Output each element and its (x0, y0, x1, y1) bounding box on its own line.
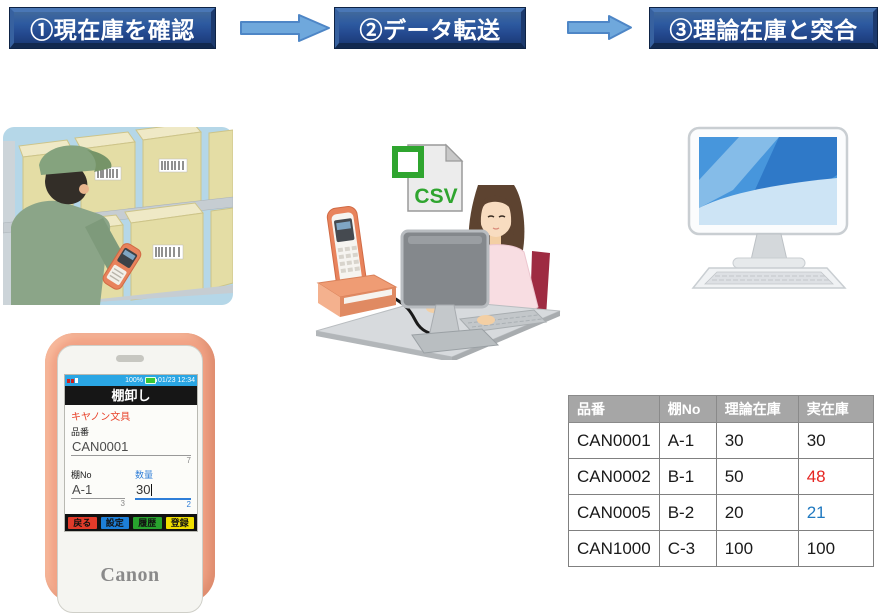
status-right: 100% 01/23 12:34 (125, 375, 195, 386)
pc-monitor (687, 126, 849, 236)
screen-title: 棚卸し (65, 386, 197, 405)
table-header-row: 品番 棚No 理論在庫 実在庫 (568, 395, 874, 423)
cell-actual: 100 (797, 530, 874, 567)
table-row: CAN0005 B-2 20 21 (568, 494, 874, 531)
shelf-no-field: A-1 (71, 482, 125, 499)
quantity-field: 30 (135, 482, 191, 500)
device-screen: 100% 01/23 12:34 棚卸し キヤノン文具 品番 CAN0001 7… (64, 374, 198, 532)
col-header-actual: 実在庫 (797, 395, 874, 423)
hand (477, 315, 495, 325)
cell-actual: 48 (797, 458, 874, 495)
step-label: ①現在庫を確認 (30, 16, 195, 43)
data-transfer-illustration: CSV (315, 143, 561, 360)
desktop-pc-illustration (687, 126, 849, 289)
monitor-stand (750, 233, 788, 261)
cell-theoretical: 30 (715, 422, 799, 459)
flow-arrow-icon (240, 14, 330, 42)
function-key-bar: 戻る 設定 履歴 登録 (65, 514, 197, 531)
device-body: 100% 01/23 12:34 棚卸し キヤノン文具 品番 CAN0001 7… (57, 345, 203, 613)
table-row: CAN0001 A-1 30 30 (568, 422, 874, 459)
table-row: CAN1000 C-3 100 100 (568, 530, 874, 567)
part-number-field: CAN0001 (71, 439, 191, 456)
shelf-no-count: 3 (120, 499, 125, 508)
settings-key: 設定 (100, 516, 129, 529)
table-row: CAN0002 B-1 50 48 (568, 458, 874, 495)
speaker-grill (116, 355, 144, 362)
warehouse-scanning-illustration (3, 127, 233, 305)
quantity-label: 数量 (135, 470, 154, 480)
barcode-label (94, 166, 122, 181)
csv-label: CSV (414, 185, 457, 208)
shelf-no-label: 棚No (71, 470, 92, 480)
cell-part: CAN0001 (568, 422, 660, 459)
cell-theoretical: 20 (715, 494, 799, 531)
register-key: 登録 (165, 516, 194, 529)
barcode-label (158, 158, 188, 173)
status-bar: 100% 01/23 12:34 (65, 375, 197, 386)
keyboard (458, 309, 548, 333)
handheld-scanner-icon (102, 243, 142, 290)
col-header-shelf: 棚No (658, 395, 717, 423)
cell-actual: 21 (797, 494, 874, 531)
step-label: ③理論在庫と突合 (669, 16, 858, 43)
cell-shelf: B-2 (658, 494, 717, 531)
barcode-label (152, 244, 184, 260)
step-banner-check-stock: ①現在庫を確認 (10, 8, 215, 48)
col-header-part: 品番 (568, 395, 660, 423)
quantity-count: 2 (186, 500, 191, 509)
pc-keyboard (691, 267, 847, 289)
status-datetime: 01/23 12:34 (158, 377, 195, 384)
cell-actual: 30 (797, 422, 874, 459)
cell-shelf: A-1 (658, 422, 717, 459)
part-number-count: 7 (186, 456, 191, 465)
step-label: ②データ転送 (359, 16, 501, 43)
part-number-label: 品番 (71, 427, 90, 437)
cell-part: CAN0002 (568, 458, 660, 495)
cell-shelf: C-3 (658, 530, 717, 567)
cell-part: CAN0005 (568, 494, 660, 531)
monitor-rear (400, 229, 500, 354)
stock-comparison-table: 品番 棚No 理論在庫 実在庫 CAN0001 A-1 30 30 CAN000… (568, 395, 874, 567)
col-header-theoretical: 理論在庫 (715, 395, 799, 423)
cell-theoretical: 100 (715, 530, 799, 567)
handy-terminal-device: 100% 01/23 12:34 棚卸し キヤノン文具 品番 CAN0001 7… (45, 333, 215, 613)
cell-part: CAN1000 (568, 530, 660, 567)
step-banner-reconcile: ③理論在庫と突合 (650, 8, 877, 48)
history-key: 履歴 (133, 516, 162, 529)
warehouse-worker (11, 145, 142, 305)
csv-file-icon: CSV (392, 143, 464, 212)
signal-icon (67, 378, 78, 383)
canon-logo: Canon (100, 564, 160, 586)
cell-shelf: B-1 (658, 458, 717, 495)
company-name: キヤノン文具 (71, 412, 131, 423)
back-key: 戻る (68, 516, 97, 529)
step-banner-data-transfer: ②データ転送 (335, 8, 525, 48)
flow-arrow-icon (567, 15, 632, 40)
terminal-in-cradle (316, 205, 398, 317)
text-cursor (151, 484, 153, 496)
cell-theoretical: 50 (715, 458, 799, 495)
quantity-value: 30 (136, 482, 151, 497)
battery-percent: 100% (125, 377, 144, 384)
screen-content: キヤノン文具 品番 CAN0001 7 棚No A-1 3 数量 30 2 (65, 405, 197, 514)
monitor-base (732, 257, 806, 269)
battery-icon (145, 377, 158, 384)
